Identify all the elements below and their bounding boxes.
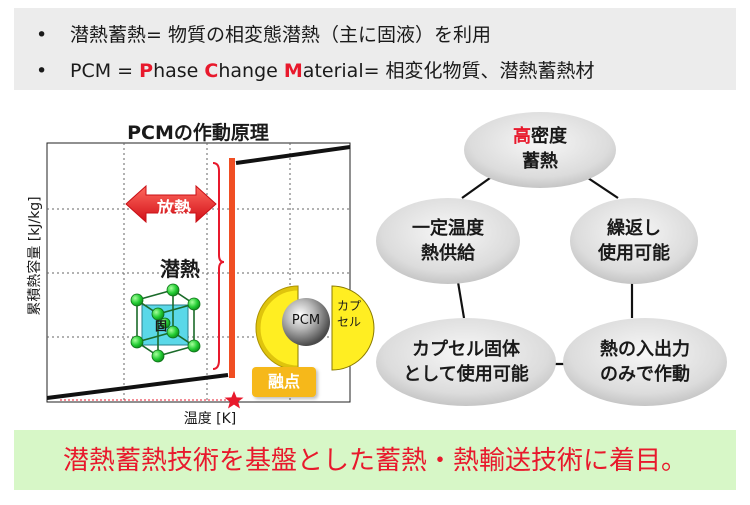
- pcm-capsule-icon: [255, 285, 375, 371]
- capsule-label-line: セル: [336, 315, 361, 329]
- node-io-only: [563, 318, 727, 406]
- bullet-dot: •: [36, 60, 48, 82]
- pcm-part: aterial= 相変化物質、潜熱蓄熱材: [302, 60, 595, 82]
- node-text: カプセル固体: [412, 339, 520, 360]
- liquid-phase-line: [235, 145, 351, 165]
- footer-band: 潜熱蓄熱技術を基盤とした蓄熱・熱輸送技術に着目。: [14, 430, 736, 490]
- node-capsule-solid-label: カプセル固体 として使用可能: [376, 337, 556, 387]
- node-constant-temperature-label: 一定温度 熱供給: [378, 216, 518, 266]
- node-text: 繰返し: [607, 218, 661, 239]
- bullet-text: 潜熱蓄熱= 物質の相変態潜熱（主に固液）を利用: [70, 24, 491, 46]
- x-axis-label: 温度 [K]: [183, 411, 237, 427]
- node-text: として使用可能: [403, 364, 529, 385]
- pcm-part: C: [204, 60, 219, 82]
- node-constant-temperature: [376, 198, 520, 284]
- node-high-density: [464, 112, 616, 188]
- node-io-only-label: 熱の入出力 のみで作動: [565, 337, 725, 387]
- node-text: 蓄熱: [522, 151, 558, 172]
- y-axis-label: 累積熱容量 [kJ/kg]: [27, 196, 43, 316]
- node-reusable: [570, 198, 698, 284]
- node-text: 密度: [531, 126, 567, 147]
- bullet-item-latent-heat: • 潜熱蓄熱= 物質の相変態潜熱（主に固液）を利用: [36, 20, 491, 47]
- pcm-label: PCM: [291, 313, 321, 328]
- release-label: 放熱: [157, 199, 191, 219]
- release-arrow-icon: [125, 184, 217, 224]
- melting-point-label: 融点: [252, 367, 316, 397]
- node-text: 使用可能: [598, 243, 670, 264]
- capsule-label: カプ セル: [334, 298, 364, 330]
- melting-star-icon: [224, 391, 244, 409]
- node-text: 一定温度: [412, 218, 484, 239]
- pcm-part: P: [139, 60, 154, 82]
- node-capsule-solid: [376, 318, 556, 406]
- node-text: のみで作動: [600, 364, 690, 385]
- bullet-item-pcm: • PCM = Phase Change Material= 相変化物質、潜熱蓄熱…: [36, 56, 595, 83]
- capsule-label-line: カプ: [336, 299, 361, 313]
- latent-heat-bar: [229, 158, 235, 378]
- pcm-part: hase: [153, 60, 205, 82]
- bullet-band: • 潜熱蓄熱= 物質の相変態潜熱（主に固液）を利用 • PCM = Phase Ch…: [14, 8, 736, 90]
- pcm-part: M: [283, 60, 303, 82]
- highlight-char: 高: [513, 126, 531, 147]
- latent-heat-label: 潜熱: [160, 257, 200, 281]
- chart-title: PCMの作動原理: [127, 122, 269, 144]
- pcm-part: hange: [218, 60, 284, 82]
- solid-label: 固: [154, 319, 167, 333]
- node-text: 熱供給: [421, 243, 475, 264]
- solid-phase-line: [46, 373, 229, 400]
- bullet-dot: •: [36, 24, 48, 46]
- node-reusable-label: 繰返し 使用可能: [564, 216, 704, 266]
- latent-bracket: [212, 162, 225, 370]
- node-high-density-label: 高密度 蓄熱: [470, 124, 610, 174]
- crystal-lattice-icon: [130, 283, 201, 363]
- footer-text: 潜熱蓄熱技術を基盤とした蓄熱・熱輸送技術に着目。: [62, 446, 687, 476]
- pcm-part: PCM =: [70, 60, 140, 82]
- node-text: 熱の入出力: [600, 339, 690, 360]
